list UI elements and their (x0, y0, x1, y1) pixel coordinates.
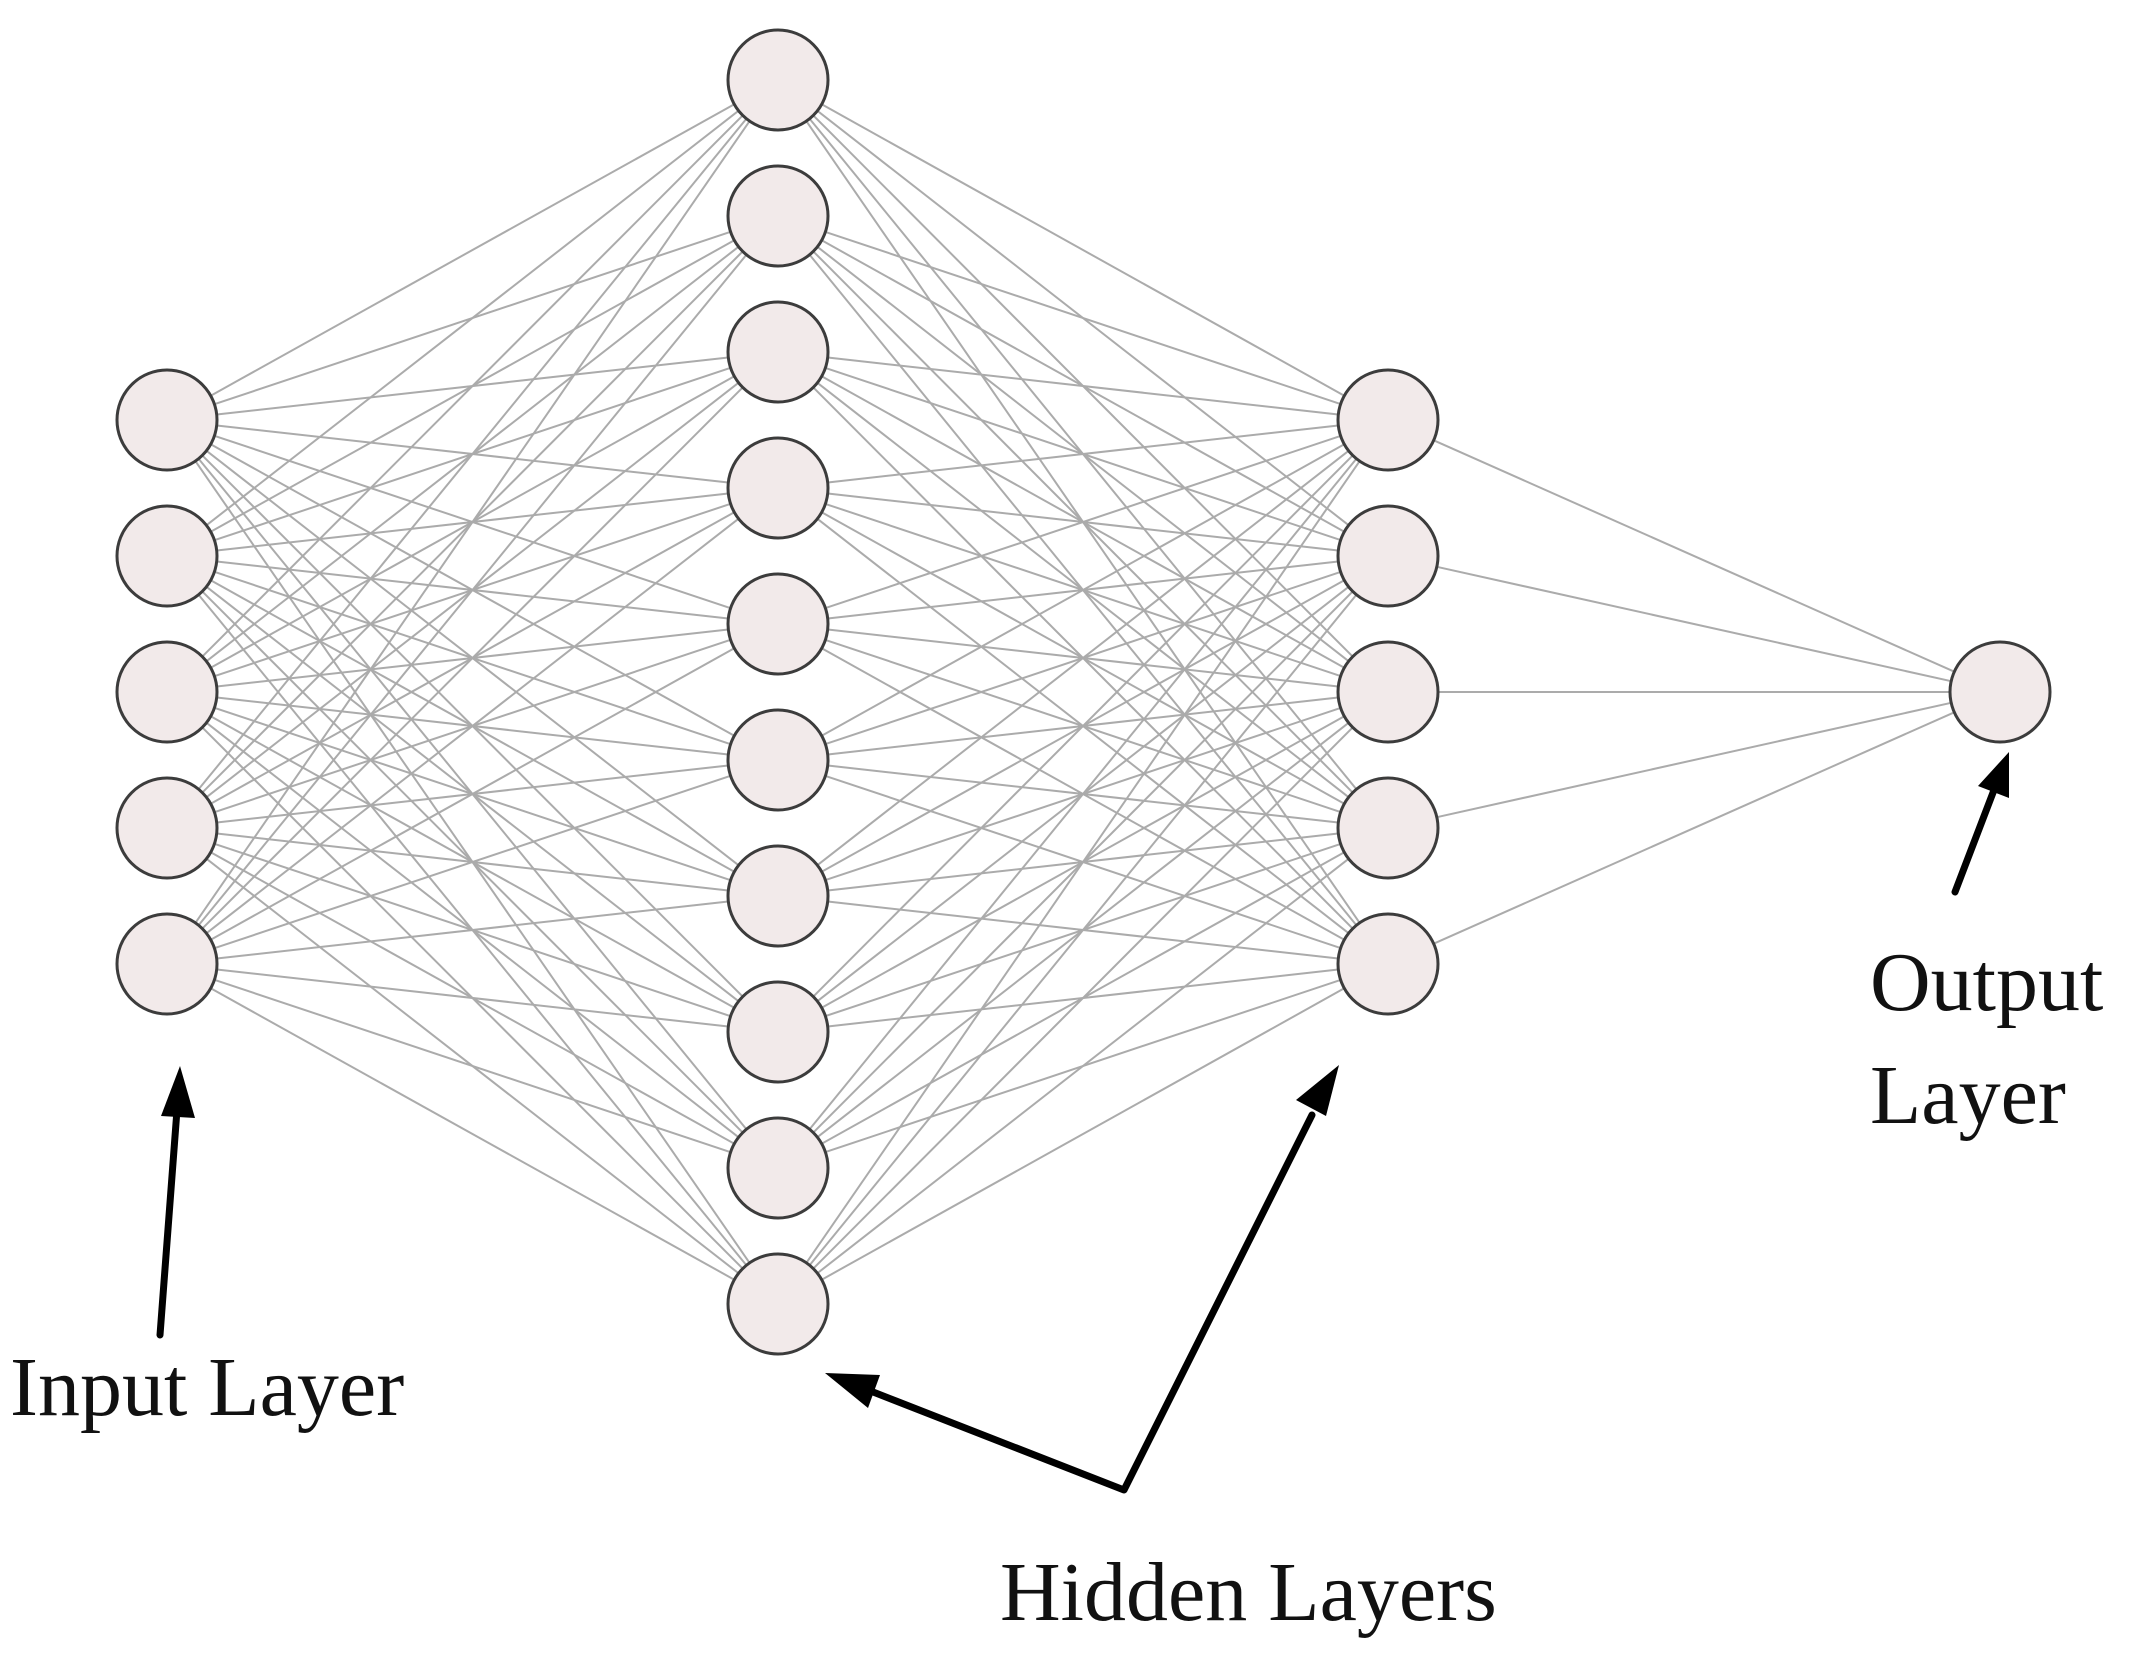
edge-l0-n4-to-n3 (205, 517, 740, 935)
input-node-4 (115, 776, 219, 880)
edge-l1-n2-to-n0 (827, 356, 1339, 416)
output-layer-arrowhead (1978, 752, 2009, 798)
hidden1-node-8 (726, 980, 830, 1084)
edge-l2-n1-to-n0 (1436, 565, 1952, 683)
hidden-layers-label: Hidden Layers (1000, 1546, 1497, 1639)
hidden2-node-5 (1336, 912, 1440, 1016)
output-layer-label-line1: Output (1870, 936, 2103, 1029)
edge-l1-n9-to-n3 (816, 858, 1350, 1274)
output-layer-label-line2: Layer (1870, 1049, 2066, 1142)
edge-l1-n7-to-n0 (812, 454, 1354, 998)
hidden2-node-1 (1336, 368, 1440, 472)
edge-l0-n0-to-n0 (210, 103, 735, 397)
edge-l2-n3-to-n0 (1436, 701, 1952, 819)
output-node-1 (1948, 640, 2052, 744)
edge-l1-n0-to-n0 (821, 103, 1345, 397)
edge-l2-n0-to-n0 (1433, 439, 1955, 673)
input-layer-label: Input Layer (10, 1341, 404, 1434)
edge-l0-n4-to-n7 (216, 968, 729, 1028)
hidden2-node-2 (1336, 504, 1440, 608)
input-node-5 (115, 912, 219, 1016)
edge-l0-n4-to-n1 (197, 254, 748, 926)
edge-l1-n6-to-n0 (816, 450, 1350, 866)
hidden-layer2-arrowhead (1296, 1065, 1339, 1116)
hidden1-node-7 (726, 844, 830, 948)
output-layer-pointer (1951, 786, 1998, 896)
hidden1-node-9 (726, 1116, 830, 1220)
edge-l0-n4-to-n2 (201, 386, 744, 930)
hidden-layers-pointer (864, 1111, 1316, 1494)
edge-l2-n4-to-n0 (1433, 711, 1955, 945)
input-layer-arrowhead (161, 1066, 195, 1118)
edge-l1-n9-to-n4 (821, 987, 1345, 1281)
hidden1-node-6 (726, 708, 830, 812)
annotation-pointers (156, 752, 2009, 1494)
input-layer-pointer (156, 1106, 181, 1339)
edge-l0-n1-to-n0 (205, 109, 740, 527)
edge-l1-n9-to-n2 (812, 726, 1354, 1270)
hidden2-node-3 (1336, 640, 1440, 744)
connection-edges (194, 103, 1955, 1281)
hidden1-node-5 (726, 572, 830, 676)
hidden1-node-2 (726, 164, 830, 268)
edge-l0-n4-to-n4 (210, 647, 735, 941)
hidden1-node-1 (726, 28, 830, 132)
edge-l0-n2-to-n0 (201, 114, 744, 658)
input-node-2 (115, 504, 219, 608)
edge-l1-n8-to-n0 (808, 458, 1358, 1130)
hidden1-node-4 (726, 436, 830, 540)
edge-l0-n4-to-n5 (214, 774, 731, 950)
edge-l1-n3-to-n0 (827, 424, 1339, 484)
input-node-3 (115, 640, 219, 744)
hidden1-node-10 (726, 1252, 830, 1356)
edge-l0-n4-to-n8 (214, 978, 731, 1154)
edge-l1-n4-to-n0 (825, 434, 1341, 610)
input-node-1 (115, 368, 219, 472)
edge-l0-n4-to-n0 (194, 120, 751, 924)
hidden1-node-3 (726, 300, 830, 404)
neuron-nodes (115, 28, 2052, 1356)
edge-l1-n9-to-n1 (808, 594, 1358, 1266)
hidden2-node-4 (1336, 776, 1440, 880)
edge-l1-n9-to-n0 (805, 460, 1361, 1264)
edge-l0-n4-to-n6 (216, 900, 729, 960)
hidden-layer1-arrowhead (825, 1373, 880, 1408)
edge-l1-n1-to-n0 (825, 230, 1341, 406)
edge-l0-n3-to-n0 (197, 118, 748, 790)
edge-l1-n5-to-n0 (821, 443, 1345, 737)
edge-l0-n4-to-n9 (210, 987, 735, 1281)
